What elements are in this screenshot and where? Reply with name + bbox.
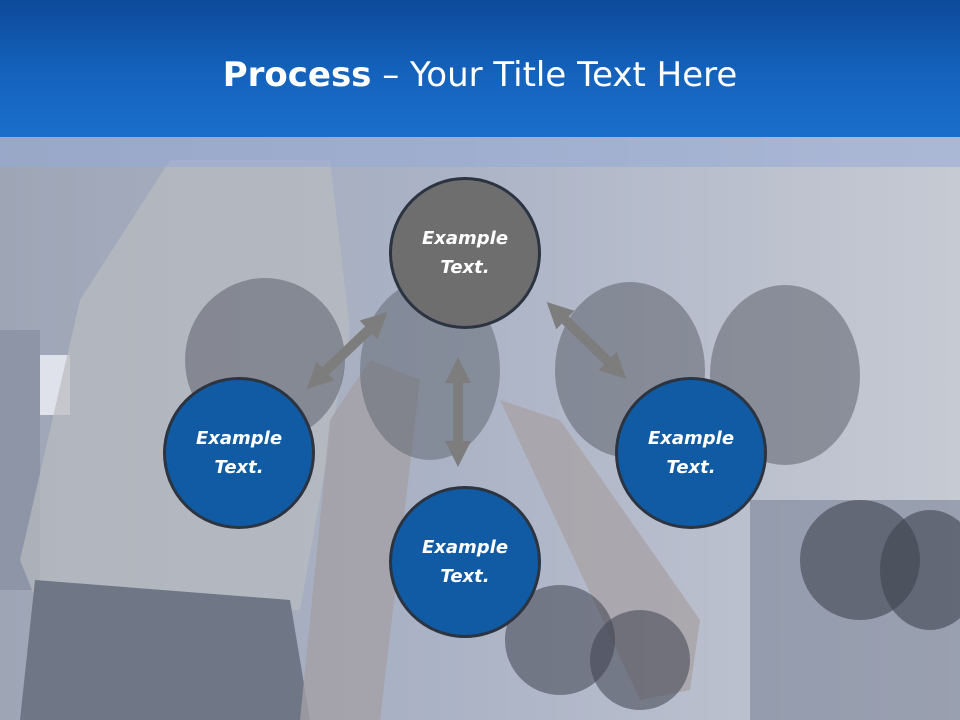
process-node-right-label: Example Text. — [647, 428, 735, 478]
process-node-top-label: Example Text. — [421, 228, 509, 278]
arrow-top-left — [306, 312, 388, 389]
process-node-bottom-label: Example Text. — [421, 537, 509, 587]
slide-title-bold: Process — [222, 55, 372, 95]
process-node-left: Example Text. — [163, 377, 315, 529]
process-node-bottom: Example Text. — [389, 486, 541, 638]
photo-highlight-strip — [0, 137, 960, 167]
process-node-right: Example Text. — [615, 377, 767, 529]
slide-title-rest: – Your Title Text Here — [371, 55, 738, 95]
process-node-left-label: Example Text. — [195, 428, 283, 478]
slide-title: Process – Your Title Text Here — [0, 52, 960, 98]
title-bar: Process – Your Title Text Here — [0, 0, 960, 137]
arrow-top-right — [546, 301, 627, 380]
process-node-top: Example Text. — [389, 177, 541, 329]
